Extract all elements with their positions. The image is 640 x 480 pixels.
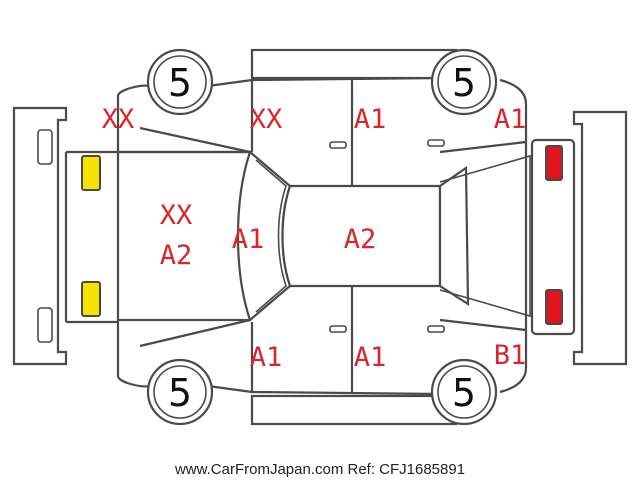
- code-roof: A2: [344, 224, 377, 255]
- tire-front-left: 5: [146, 48, 214, 116]
- front-right-headlamp: [81, 281, 101, 317]
- tire-rear-right-tread: 5: [452, 371, 476, 415]
- front-left-headlamp: [81, 155, 101, 191]
- rear-window: [438, 154, 531, 318]
- code-windshield: A1: [232, 224, 265, 255]
- front-bumper: [12, 106, 68, 366]
- tire-front-left-tread: 5: [168, 61, 192, 105]
- code-front-left-fender: XX: [102, 104, 135, 135]
- tire-rear-right: 5: [430, 358, 498, 426]
- rear-bumper: [572, 110, 628, 366]
- tire-front-right: 5: [146, 358, 214, 426]
- footer-reference: www.CarFromJapan.com Ref: CFJ1685891: [174, 461, 465, 478]
- tire-rear-left: 5: [430, 48, 498, 116]
- code-rear-right-door: A1: [354, 342, 387, 373]
- tire-front-right-tread: 5: [168, 371, 192, 415]
- code-rear-left-door: A1: [354, 104, 387, 135]
- roof: [281, 184, 442, 288]
- code-front-right-door: A1: [250, 342, 283, 373]
- side-sills: [250, 48, 458, 426]
- code-front-left-door: XX: [250, 104, 283, 135]
- tire-rear-left-tread: 5: [452, 61, 476, 105]
- code-hood-line2: A2: [160, 240, 193, 271]
- code-rear-left-quarter: A1: [494, 104, 527, 135]
- rear-right-taillamp: [545, 289, 563, 325]
- code-rear-right-quarter: B1: [494, 340, 527, 371]
- rear-left-taillamp: [545, 145, 563, 181]
- code-hood-line1: XX: [160, 200, 193, 231]
